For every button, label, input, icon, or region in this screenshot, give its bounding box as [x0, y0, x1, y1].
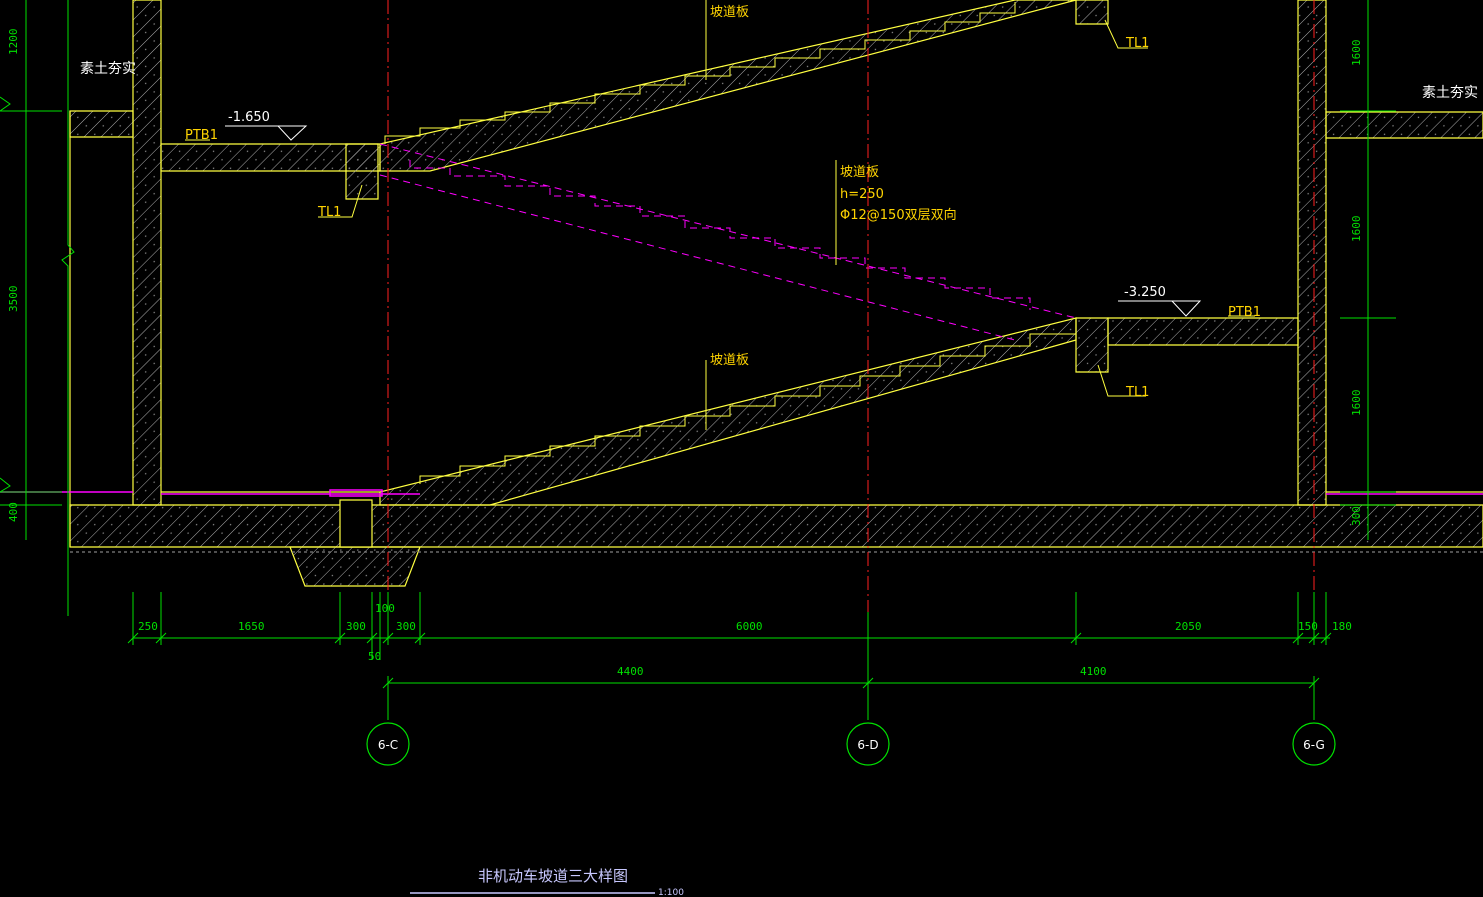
ramp-label-top: 坡道板: [710, 5, 749, 20]
dim-300-b: 300: [396, 620, 416, 633]
dim-4100: 4100: [1080, 665, 1107, 678]
dim-left-3500: 3500: [7, 286, 20, 313]
upper-ramp-steps: [384, 2, 1016, 144]
axis-bubble-6g: [1292, 722, 1336, 766]
magenta-floor: [0, 489, 1483, 497]
tl1-label-top: TL1: [1125, 36, 1149, 51]
concrete-structure: [69, 0, 1483, 587]
dim-right-vertical: [1340, 0, 1396, 540]
dim-left-400: 400: [7, 502, 20, 522]
elevation-upper: -1.650: [228, 110, 270, 125]
axis-bubble-6d: [846, 722, 890, 766]
dim-left-vertical: [0, 0, 75, 616]
right-outer-slab: [1325, 111, 1483, 139]
soil-label-left: 素土夯实: [80, 61, 136, 77]
leader-lines: [185, 0, 1255, 430]
axis-lines: [387, 0, 1315, 612]
tl1-label-right: TL1: [1125, 385, 1149, 400]
ramp-thickness: h=250: [840, 187, 884, 202]
dim-4400: 4400: [617, 665, 644, 678]
upper-ramp-slab: [379, 0, 1077, 172]
dim-1650: 1650: [238, 620, 265, 633]
axis-bubble-6c: [366, 722, 410, 766]
dim-150: 150: [1298, 620, 1318, 633]
elevation-markers: [225, 125, 1202, 317]
ramp-rebar: Φ12@150双层双向: [840, 207, 957, 223]
drawing-title: 非机动车坡道三大样图: [478, 867, 628, 885]
elevation-lower: -3.250: [1124, 285, 1166, 300]
tl1-label-left: TL1: [317, 205, 341, 220]
dim-300-a: 300: [346, 620, 366, 633]
ramp-label-bottom: 坡道板: [710, 353, 749, 368]
dim-right-1600-c: 1600: [1350, 390, 1363, 417]
beam-tl1-right: [1075, 317, 1109, 373]
dim-50: 50: [368, 650, 381, 663]
left-wall: [132, 0, 162, 506]
dim-horizontal: [127, 592, 1332, 720]
axis-label-6g: 6-G: [1303, 738, 1325, 752]
axis-bubbles: [366, 722, 1336, 766]
dim-right-300: 300: [1350, 506, 1363, 526]
right-wall: [1297, 0, 1327, 506]
ptb1-label-right: PTB1: [1228, 305, 1261, 320]
soil-label-right: 素土夯实: [1422, 85, 1478, 101]
dim-right-1600-a: 1600: [1350, 40, 1363, 67]
ramp-label-mid: 坡道板: [840, 165, 879, 180]
axis-label-6c: 6-C: [378, 738, 398, 752]
axis-label-6d: 6-D: [857, 738, 878, 752]
beam-tl1-left: [345, 143, 379, 200]
dim-2050: 2050: [1175, 620, 1202, 633]
hidden-ramp: [379, 143, 1077, 341]
beam-tl1-top: [1075, 0, 1109, 25]
lower-landing-slab: [1107, 317, 1299, 346]
ptb1-label-left: PTB1: [185, 128, 218, 143]
dim-180: 180: [1332, 620, 1352, 633]
drawing-scale: 1:100: [658, 888, 684, 897]
lower-ramp-slab: [379, 317, 1077, 506]
base-slab: [69, 504, 1483, 548]
elev-marker-upper: [225, 125, 308, 141]
dim-6000: 6000: [736, 620, 763, 633]
dim-left-1200: 1200: [7, 29, 20, 56]
sump-pit: [289, 546, 421, 587]
drain-channel: [339, 499, 373, 548]
dim-right-1600-b: 1600: [1350, 216, 1363, 243]
dim-250: 250: [138, 620, 158, 633]
text-labels: 素土夯实 素土夯实 -1.650 -3.250 PTB1 PTB1 TL1 TL…: [7, 5, 1478, 897]
dim-100: 100: [375, 602, 395, 615]
lower-ramp-steps: [419, 322, 1077, 484]
floor-lines: [69, 111, 1483, 553]
ramp-steps: [384, 2, 1077, 484]
elev-marker-lower: [1118, 300, 1202, 317]
left-outer-slab: [69, 110, 134, 138]
